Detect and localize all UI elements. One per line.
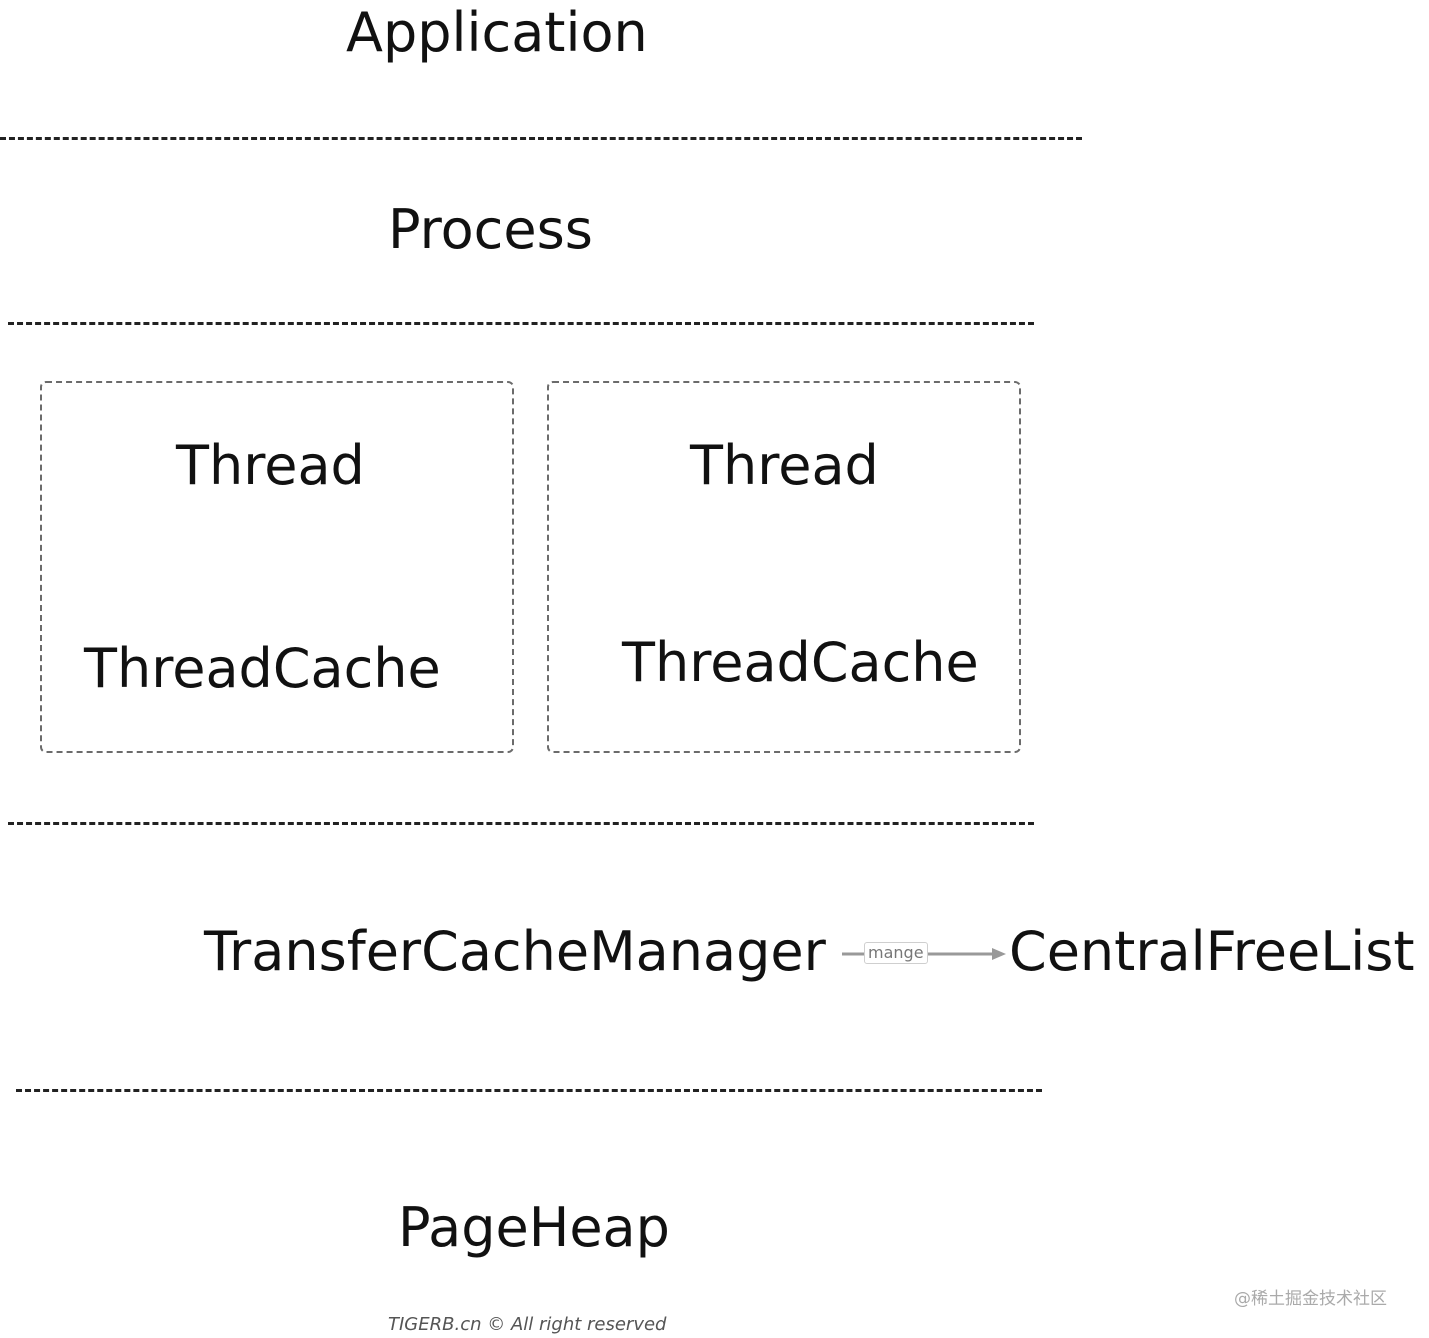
divider-application-process xyxy=(0,137,1082,140)
transfer-cache-manager-label: TransferCacheManager xyxy=(204,920,826,983)
thread-label: Thread xyxy=(690,434,879,497)
divider-process-thread xyxy=(8,322,1034,325)
thread-box-2: Thread ThreadCache xyxy=(547,381,1021,753)
manage-edge-label: mange xyxy=(864,942,928,964)
divider-transfer-pageheap xyxy=(16,1089,1042,1092)
watermark: @稀土掘金技术社区 xyxy=(1234,1289,1387,1309)
thread-box-1: Thread ThreadCache xyxy=(40,381,514,753)
thread-label: Thread xyxy=(176,434,365,497)
copyright-footer: TIGERB.cn © All right reserved xyxy=(388,1314,667,1335)
thread-cache-label: ThreadCache xyxy=(84,637,441,700)
thread-cache-label: ThreadCache xyxy=(622,631,979,694)
central-free-list-label: CentralFreeList xyxy=(1009,920,1415,983)
application-label: Application xyxy=(346,1,648,64)
page-heap-label: PageHeap xyxy=(398,1196,670,1259)
process-label: Process xyxy=(388,198,593,261)
divider-thread-transfer xyxy=(8,822,1034,825)
